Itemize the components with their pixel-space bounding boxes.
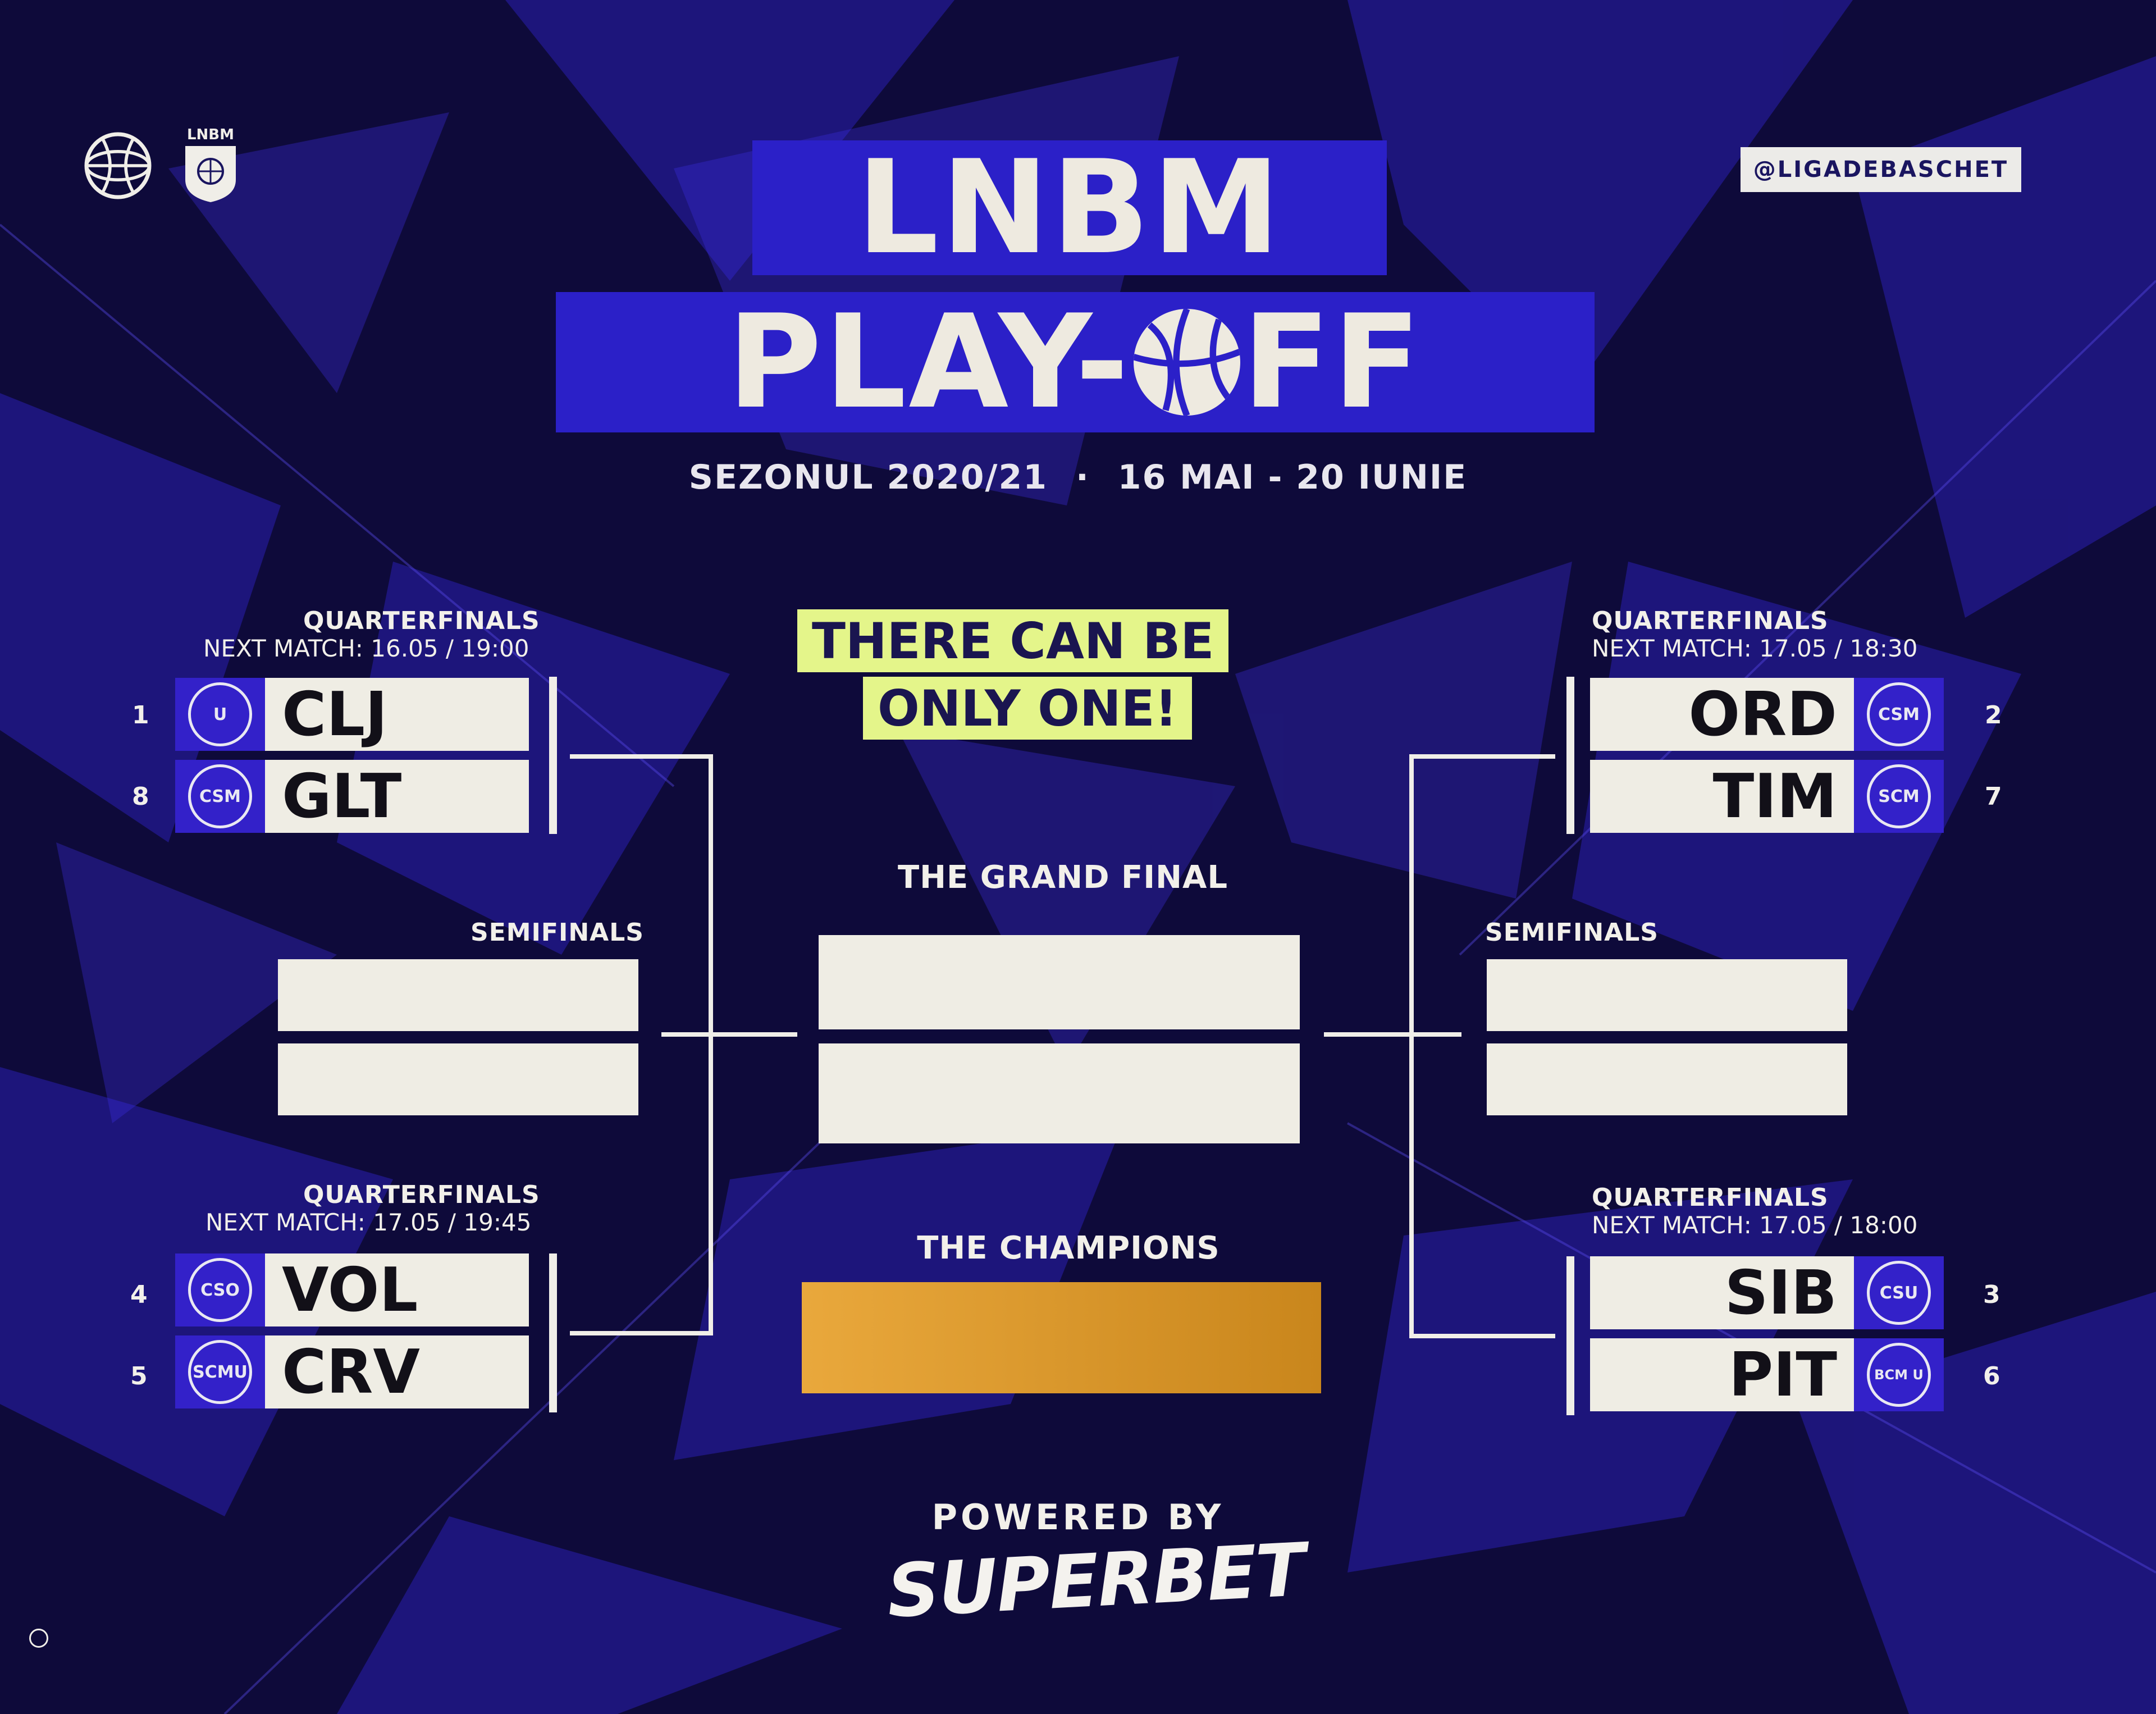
seed-sib: 3 [1983, 1280, 2000, 1309]
qf-top-right-label: QUARTERFINALS [1592, 607, 1829, 635]
bracket-line-right-vertical [1409, 754, 1414, 1338]
team-row-ord[interactable]: ORD CSM [1590, 678, 1944, 751]
basketball-globe-icon [84, 132, 152, 199]
grand-final-label: THE GRAND FINAL [897, 859, 1228, 896]
grand-final-slot-1[interactable] [819, 935, 1300, 1029]
team-name-tim: TIM [1590, 760, 1854, 833]
season-line: SEZONUL 2020/21 · 16 MAI - 20 IUNIE [0, 458, 2156, 497]
basketball-icon [1133, 309, 1240, 416]
team-name-sib: SIB [1590, 1256, 1854, 1329]
shield-icon [185, 146, 236, 202]
qf-top-right-next-match: NEXT MATCH: 17.05 / 18:30 [1592, 635, 1918, 662]
bracket-line-qf-br-h [1409, 1334, 1555, 1338]
bracket-line-qf-tl-h [570, 754, 713, 759]
seed-glt: 8 [132, 782, 149, 811]
social-handle[interactable]: @LIGADEBASCHET [1741, 147, 2021, 192]
clj-logo-icon: U [188, 682, 252, 746]
team-row-crv[interactable]: SCMU CRV [175, 1335, 529, 1408]
semifinal-right-slot-1[interactable] [1487, 959, 1847, 1031]
team-name-vol: VOL [265, 1253, 529, 1326]
team-name-crv: CRV [265, 1335, 529, 1408]
team-name-pit: PIT [1590, 1338, 1854, 1411]
team-logo-sib: CSU [1854, 1256, 1944, 1329]
bracket-line-qf-br [1566, 1256, 1574, 1415]
ord-logo-icon: CSM [1867, 682, 1931, 746]
team-row-sib[interactable]: SIB CSU [1590, 1256, 1944, 1329]
title-line1: LNBM [752, 133, 1387, 283]
qf-bottom-right-next-match: NEXT MATCH: 17.05 / 18:00 [1592, 1211, 1918, 1239]
bracket-line-qf-tr [1566, 677, 1574, 834]
semifinal-right-label: SEMIFINALS [1485, 918, 1659, 947]
slogan-line1: THERE CAN BE [797, 609, 1229, 672]
bracket-line-qf-bl [549, 1253, 557, 1412]
team-row-tim[interactable]: TIM SCM [1590, 760, 1944, 833]
seed-vol: 4 [130, 1280, 148, 1309]
semifinal-left-slot-1[interactable] [278, 959, 638, 1031]
seed-tim: 7 [1985, 782, 2002, 811]
team-name-glt: GLT [265, 760, 529, 833]
team-row-pit[interactable]: PIT BCM U [1590, 1338, 1944, 1411]
seed-clj: 1 [132, 701, 149, 730]
champions-slot[interactable] [802, 1282, 1321, 1393]
team-logo-tim: SCM [1854, 760, 1944, 833]
qf-top-left-label: QUARTERFINALS [303, 607, 540, 635]
qf-bottom-left-next-match: NEXT MATCH: 17.05 / 19:45 [205, 1209, 532, 1236]
slogan-line2: ONLY ONE! [863, 677, 1192, 740]
bracket-line-left-vertical [709, 754, 713, 1335]
semifinal-left-slot-2[interactable] [278, 1043, 638, 1115]
bracket-line-qf-tr-h [1409, 754, 1555, 759]
powered-by-label: POWERED BY [931, 1497, 1225, 1538]
champions-label: THE CHAMPIONS [917, 1230, 1220, 1266]
team-row-vol[interactable]: CSO VOL [175, 1253, 529, 1326]
lnbm-shield-logo: LNBM [180, 126, 241, 207]
glt-logo-icon: CSM [188, 764, 252, 828]
team-row-glt[interactable]: CSM GLT [175, 760, 529, 833]
bracket-line-qf-tl [549, 677, 557, 834]
seed-ord: 2 [1985, 701, 2002, 730]
seed-crv: 5 [130, 1362, 148, 1391]
separator-dot: · [1075, 458, 1090, 497]
pit-logo-icon: BCM U [1867, 1343, 1931, 1407]
seed-pit: 6 [1983, 1362, 2000, 1391]
qf-top-left-next-match: NEXT MATCH: 16.05 / 19:00 [203, 635, 529, 662]
bracket-line-left-to-final [661, 1032, 797, 1037]
team-logo-pit: BCM U [1854, 1338, 1944, 1411]
qf-bottom-left-label: QUARTERFINALS [303, 1180, 540, 1209]
bracket-line-right-to-final [1324, 1032, 1461, 1037]
crv-logo-icon: SCMU [188, 1340, 252, 1404]
vol-logo-icon: CSO [188, 1258, 252, 1322]
tim-logo-icon: SCM [1867, 764, 1931, 828]
title-ff: FF [1242, 287, 1423, 437]
season-dates: 16 MAI - 20 IUNIE [1117, 458, 1468, 497]
semifinal-left-label: SEMIFINALS [471, 918, 644, 947]
title-line2: PLAY- FF [556, 288, 1595, 437]
team-logo-glt: CSM [175, 760, 265, 833]
age-restriction-icon [29, 1629, 48, 1648]
team-name-clj: CLJ [265, 678, 529, 751]
team-logo-clj: U [175, 678, 265, 751]
team-row-clj[interactable]: U CLJ [175, 678, 529, 751]
team-name-ord: ORD [1590, 678, 1854, 751]
lnbm-shield-text: LNBM [186, 126, 235, 143]
qf-bottom-right-label: QUARTERFINALS [1592, 1183, 1829, 1212]
season-text: SEZONUL 2020/21 [688, 458, 1048, 497]
title-play: PLAY- [727, 287, 1131, 437]
semifinal-right-slot-2[interactable] [1487, 1043, 1847, 1115]
grand-final-slot-2[interactable] [819, 1043, 1300, 1143]
sib-logo-icon: CSU [1867, 1261, 1931, 1325]
team-logo-vol: CSO [175, 1253, 265, 1326]
team-logo-crv: SCMU [175, 1335, 265, 1408]
team-logo-ord: CSM [1854, 678, 1944, 751]
bracket-line-qf-bl-h [570, 1331, 713, 1335]
